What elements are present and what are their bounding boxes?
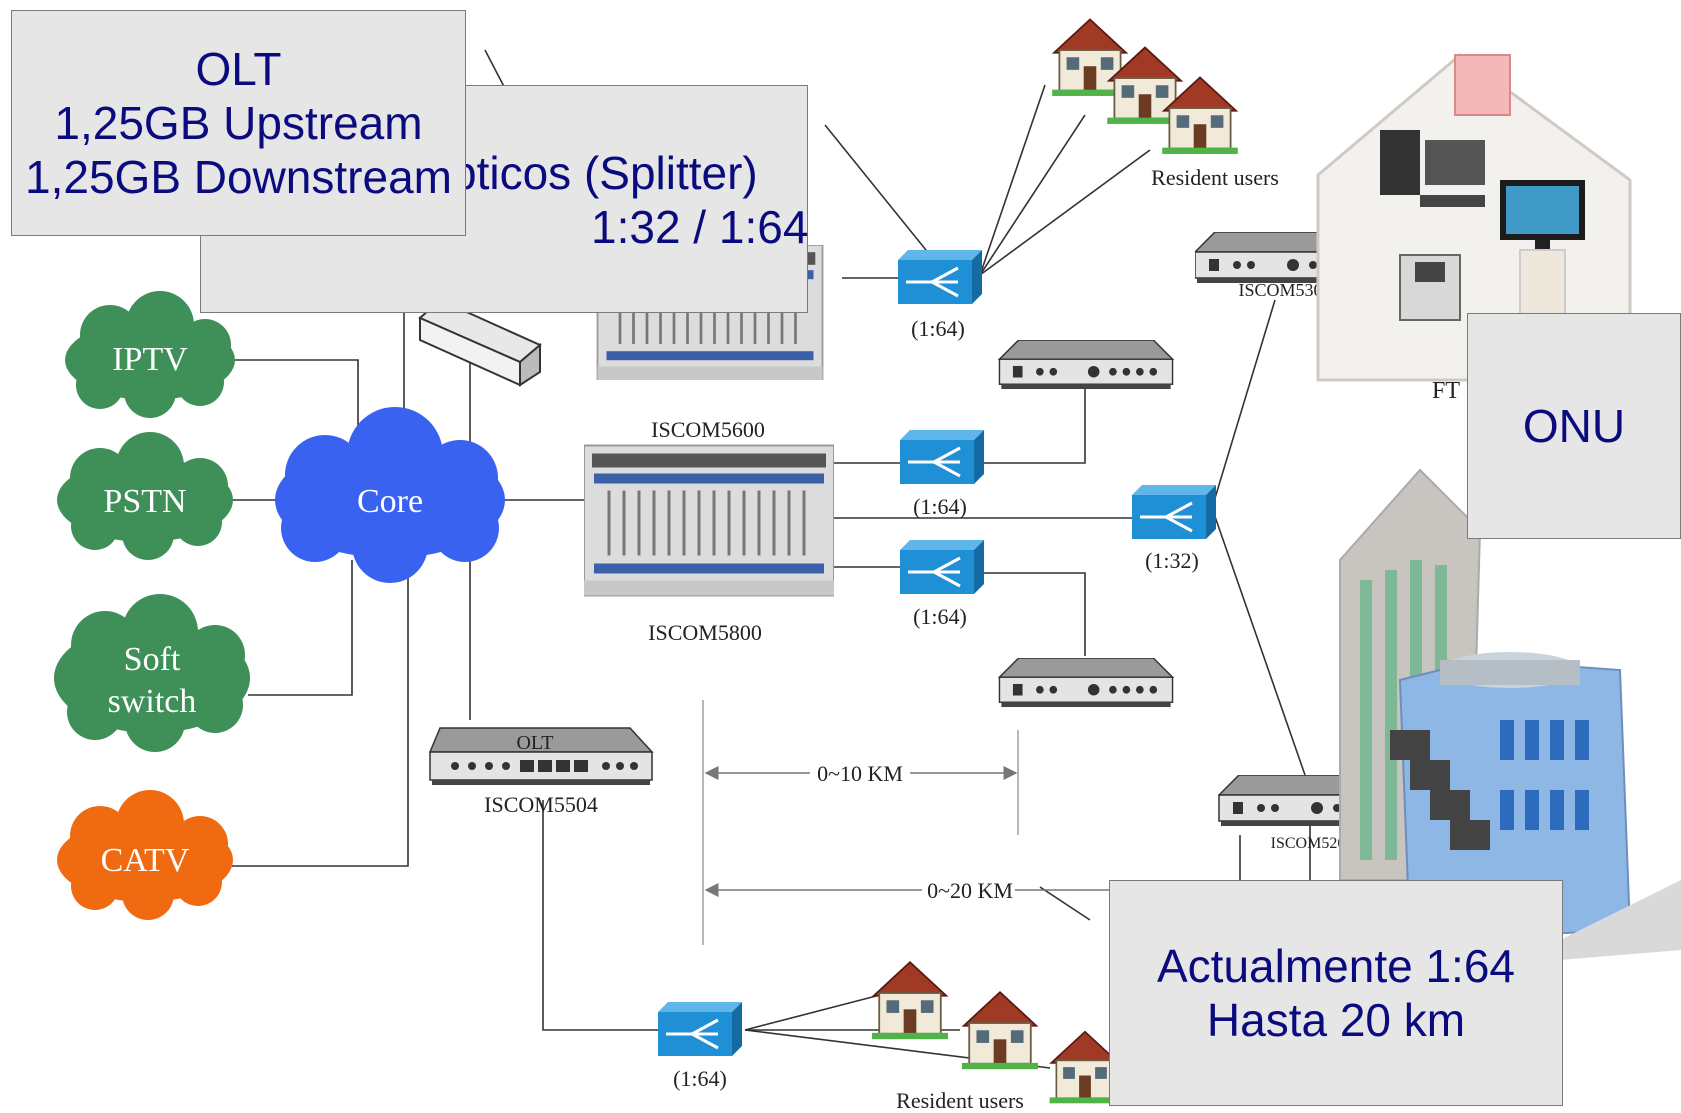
cloud-softswitch-label-2: switch [108, 683, 197, 720]
callout-olt-line-3: 1,25GB Downstream [25, 151, 452, 203]
olt-iscom5504: OLT [428, 727, 654, 785]
cloud-pstn: PSTN [57, 432, 233, 560]
houses-top [1051, 18, 1239, 155]
splitter-bottom [658, 1002, 742, 1056]
patch-panel [418, 298, 542, 387]
tv-icon [1500, 180, 1585, 250]
callout-olt: OLT 1,25GB Upstream 1,25GB Downstream [11, 10, 466, 236]
resident-users-bottom-label: Resident users [896, 1088, 1024, 1113]
olt-box-label: OLT [516, 732, 553, 754]
splitter-middle-ratio: (1:64) [913, 494, 967, 519]
distance-markers: 0~10 KM 0~20 KM [702, 700, 1110, 945]
callout-onu: ONU [1467, 313, 1681, 539]
splitter-top [898, 250, 982, 304]
houses-bottom [870, 961, 1122, 1105]
splitter-middle [900, 430, 984, 484]
iscom5304-label: ISCOM5304 [1238, 280, 1331, 300]
iscom5204-label: ISCOM5204 [1271, 835, 1354, 852]
cloud-softswitch: Soft switch [54, 594, 250, 752]
office-computer-icons [1390, 730, 1490, 850]
splitter-top-ratio: (1:64) [911, 316, 965, 341]
resident-users-top-label: Resident users [1151, 165, 1279, 190]
phone-icon [1399, 254, 1461, 321]
splitter-right [1132, 485, 1216, 539]
cloud-core: Core [275, 407, 505, 583]
cloud-softswitch-label-1: Soft [124, 641, 181, 678]
callout-olt-line-1: OLT [195, 43, 282, 95]
iscom5600-label: ISCOM5600 [651, 417, 765, 442]
iscom5504-label: ISCOM5504 [484, 792, 598, 817]
cloud-iptv-label: IPTV [112, 341, 188, 378]
callout-onu-text: ONU [1522, 400, 1626, 452]
callout-actual-line-1: Actualmente 1:64 [1156, 940, 1515, 992]
distance-10km-label: 0~10 KM [817, 761, 903, 786]
splitter-lower-ratio: (1:64) [913, 604, 967, 629]
callout-olt-line-2: 1,25GB Upstream [54, 97, 423, 149]
callout-splitter-line-1: pticos (Splitter) [451, 147, 758, 199]
callout-actual: Actualmente 1:64 Hasta 20 km [1109, 880, 1563, 1106]
splitter-right-ratio: (1:32) [1145, 548, 1199, 573]
chassis-iscom5800 [584, 443, 834, 598]
cloud-pstn-label: PSTN [103, 483, 186, 520]
cloud-iptv: IPTV [65, 291, 235, 418]
ftth-label: FT [1432, 378, 1460, 404]
callout-splitter-line-2: 1:32 / 1:64 [591, 201, 809, 253]
ftth-home [1316, 53, 1632, 382]
onu-top [998, 340, 1174, 390]
splitter-bottom-ratio: (1:64) [673, 1066, 727, 1091]
onu-lower [998, 658, 1174, 708]
distance-20km-label: 0~20 KM [927, 878, 1013, 903]
desktop-computer-icon [1380, 130, 1485, 207]
callout-actual-line-2: Hasta 20 km [1206, 994, 1466, 1046]
cloud-catv: CATV [57, 790, 233, 920]
cloud-catv-label: CATV [101, 842, 190, 879]
iscom5800-label: ISCOM5800 [648, 620, 762, 645]
splitter-lower [900, 540, 984, 594]
cloud-core-label: Core [357, 483, 423, 520]
office-buildings [1339, 468, 1681, 960]
